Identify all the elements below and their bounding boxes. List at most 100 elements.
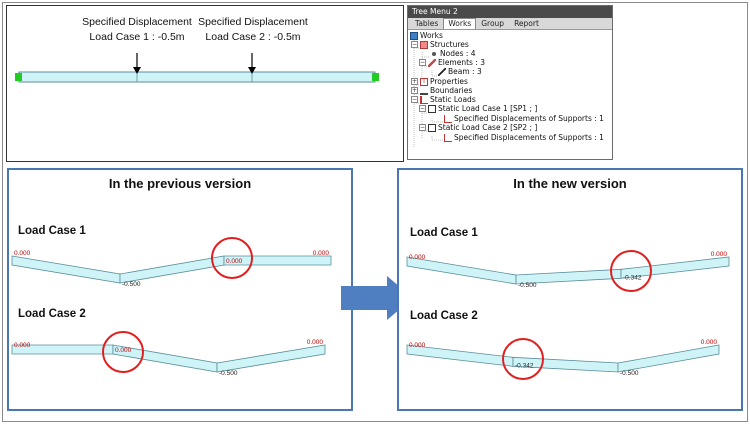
tree-item-label: Static Load Case 1 [SP1 ; ] (438, 104, 538, 113)
beam-element (617, 344, 720, 373)
displacement-title: Specified Displacement (82, 16, 192, 28)
tree-item-specified-displacements-1[interactable]: Specified Displacements of Supports : 1 (444, 114, 604, 123)
load-case-2-label: Load Case 2 (18, 308, 86, 320)
model-view: Specified Displacement Load Case 1 : -0.… (6, 5, 404, 162)
load-case-icon (428, 104, 436, 113)
deformed-shape-lc1: 0.000 -0.500 -0.342 0.000 (406, 251, 730, 289)
beam-element (216, 344, 326, 373)
deformed-shape-lc2: 0.000 -0.342 -0.500 0.000 (406, 339, 720, 377)
tab-works[interactable]: Works (443, 18, 477, 29)
boundaries-icon (420, 87, 428, 95)
displacement-value-label: 0.000 (14, 342, 31, 349)
displacement-title: Specified Displacement (198, 16, 308, 28)
panel-title: In the previous version (108, 176, 252, 191)
displacement-label-1: Specified Displacement Load Case 1 : -0.… (81, 15, 193, 45)
highlight-circle (211, 237, 253, 279)
tree-item-load-case-2[interactable]: − Static Load Case 2 [SP2 ; ] (419, 123, 537, 132)
transition-arrow (341, 276, 415, 325)
expand-icon[interactable]: + (411, 87, 418, 94)
support-right-icon (372, 73, 379, 81)
displacement-value-label: 0.000 (711, 251, 728, 258)
tree-item-label: Works (420, 31, 443, 40)
beam-model (18, 71, 376, 83)
tree-item-properties[interactable]: + I Properties (411, 77, 468, 86)
static-loads-icon (420, 95, 428, 104)
elements-icon (428, 58, 436, 67)
highlight-circle (502, 338, 544, 380)
tree-item-label: Elements : 3 (438, 58, 486, 67)
properties-icon: I (420, 77, 428, 86)
displacement-value-label: -0.500 (620, 370, 639, 377)
displacement-label-2: Specified Displacement Load Case 2 : -0.… (197, 15, 309, 45)
right-arrow-icon (341, 276, 413, 320)
tree-item-label: Nodes : 4 (440, 49, 476, 58)
tree-menu-tabs: Tables Works Group Report (408, 18, 612, 30)
collapse-icon[interactable]: − (419, 59, 426, 66)
works-icon (410, 31, 418, 40)
tree-item-works[interactable]: Works (410, 31, 443, 40)
structures-icon (420, 40, 428, 49)
tab-tables[interactable]: Tables (415, 19, 439, 28)
displacement-value: Load Case 2 : -0.5m (205, 31, 301, 43)
beam-element (119, 255, 225, 284)
support-displacement-icon (444, 114, 452, 123)
tab-report[interactable]: Report (514, 19, 539, 28)
deformed-shape-lc1: 0.000 -0.500 0.000 0.000 (11, 250, 332, 288)
tab-group[interactable]: Group (481, 19, 505, 28)
displacement-value-label: -0.342 (515, 362, 534, 369)
displacement-value-label: 0.000 (701, 339, 718, 346)
load-arrow-head-icon (248, 67, 256, 74)
tree-item-nodes[interactable]: Nodes : 4 (430, 49, 476, 58)
load-case-1-label: Load Case 1 (18, 225, 86, 237)
displacement-value-label: 0.000 (307, 339, 324, 346)
displacement-value-label: 0.000 (313, 250, 330, 257)
tree-item-boundaries[interactable]: + Boundaries (411, 86, 472, 95)
tree-item-beam[interactable]: Beam : 3 (438, 67, 482, 76)
tree-item-static-loads[interactable]: − Static Loads (411, 95, 476, 104)
displacement-value-label: 0.000 (226, 258, 243, 265)
load-case-1-label: Load Case 1 (410, 227, 478, 239)
beam-icon (438, 67, 446, 76)
tree-item-specified-displacements-2[interactable]: Specified Displacements of Supports : 1 (444, 133, 604, 142)
tree-menu: Tree Menu 2 Tables Works Group Report (407, 5, 613, 160)
support-left-icon (15, 73, 22, 81)
displacement-value-label: 0.000 (14, 250, 31, 257)
tree-item-label: Properties (430, 77, 468, 86)
collapse-icon[interactable]: − (419, 124, 426, 131)
collapse-icon[interactable]: − (411, 41, 418, 48)
collapse-icon[interactable]: − (411, 96, 418, 103)
displacement-value-label: -0.500 (518, 282, 537, 289)
displacement-value-label: -0.342 (623, 274, 642, 281)
tree-item-elements[interactable]: − Elements : 3 (419, 58, 485, 67)
displacement-value-label: 0.000 (409, 254, 426, 261)
tree-item-structures[interactable]: − Structures (411, 40, 469, 49)
node-icon (432, 51, 436, 56)
displacement-value-label: 0.000 (115, 347, 132, 354)
highlight-circle (610, 250, 652, 292)
tree-item-label: Structures (430, 40, 469, 49)
displacement-value-label: -0.500 (219, 370, 238, 377)
support-displacement-icon (444, 133, 452, 142)
displacement-value-label: -0.500 (122, 281, 141, 288)
collapse-icon[interactable]: − (419, 105, 426, 112)
expand-icon[interactable]: + (411, 78, 418, 85)
load-case-2-label: Load Case 2 (410, 310, 478, 322)
deformed-shape-lc2: 0.000 0.000 -0.500 0.000 (11, 339, 326, 377)
beam-element (406, 256, 517, 285)
tree-body: Works − Structures Nodes : 4 − Elements … (408, 30, 612, 159)
panel-title: In the new version (513, 176, 627, 191)
model-drawing (15, 53, 379, 83)
new-deformed-shapes: 0.000 -0.500 -0.342 0.000 0.000 -0.342 -0.500… (406, 250, 730, 380)
load-case-icon (428, 123, 436, 132)
displacement-value: Load Case 1 : -0.5m (89, 31, 185, 43)
tree-item-label: Beam : 3 (448, 67, 482, 76)
tree-item-label: Specified Displacements of Supports : 1 (454, 133, 604, 142)
new-version-panel: In the new version Load Case 1 Load Case… (397, 168, 743, 411)
displacement-value-label: 0.000 (409, 342, 426, 349)
tree-item-label: Static Load Case 2 [SP2 ; ] (438, 123, 538, 132)
tree-item-load-case-1[interactable]: − Static Load Case 1 [SP1 ; ] (419, 104, 537, 113)
tree-item-label: Static Loads (430, 95, 476, 104)
tree-connector-lines (413, 38, 444, 148)
load-arrow-head-icon (133, 67, 141, 74)
